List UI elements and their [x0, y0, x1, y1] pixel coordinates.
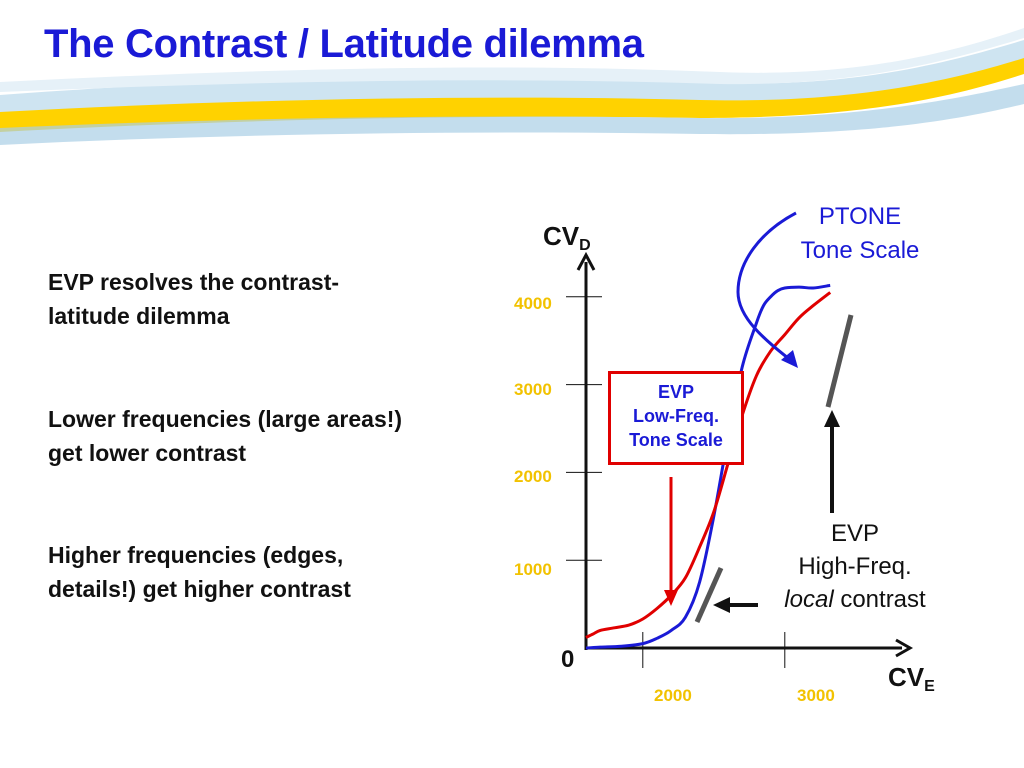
- bullet-lower-frequencies: Lower frequencies (large areas!) get low…: [48, 406, 403, 466]
- evp-high-pointer-arrowhead-up: [824, 410, 840, 427]
- x-tick-label-3000: 3000: [797, 686, 835, 705]
- ptone-annotation-line1: PTONE: [818, 203, 902, 230]
- evp-low-line2: Low-Freq.: [633, 406, 719, 426]
- evp-high-line1: EVP: [830, 520, 880, 547]
- bullet-evp-resolves: EVP resolves the contrast-latitude dilem…: [48, 269, 340, 329]
- x-tick-label-2000: 2000: [654, 686, 692, 705]
- ptone-annotation: PTONE Tone Scale: [782, 200, 938, 268]
- x-axis-arrowhead: [895, 638, 914, 658]
- bullet-higher-frequencies: Higher frequencies (edges, details!) get…: [48, 542, 351, 602]
- slope-marker-low: [694, 566, 724, 624]
- slope-marker-high: [825, 314, 854, 408]
- header-swoosh: [0, 28, 1024, 145]
- evp-high-freq-annotation: EVP High-Freq. local contrast: [760, 517, 950, 616]
- y-tick-label-3000: 3000: [514, 380, 552, 399]
- y-axis-arrowhead: [576, 251, 596, 271]
- evp-high-line3: local contrast: [784, 586, 926, 613]
- y-tick-label-2000: 2000: [514, 467, 552, 486]
- slide-title: The Contrast / Latitude dilemma: [44, 22, 644, 66]
- evp-high-pointer-arrowhead-left: [713, 597, 730, 613]
- ptone-pointer-arrowhead: [781, 350, 798, 368]
- y-tick-label-4000: 4000: [514, 294, 552, 313]
- y-tick-label-1000: 1000: [514, 560, 552, 579]
- evp-low-pointer-arrowhead: [664, 590, 678, 606]
- evp-low-line3: Tone Scale: [629, 430, 723, 450]
- evp-low-freq-box: EVP Low-Freq. Tone Scale: [608, 371, 744, 465]
- ptone-pointer-arrow: [736, 211, 797, 364]
- origin-label: 0: [561, 646, 575, 673]
- y-axis-label: CVD: [543, 221, 591, 254]
- ptone-annotation-line2: Tone Scale: [800, 237, 920, 264]
- evp-high-line2: High-Freq.: [798, 553, 912, 580]
- x-axis-label: CVE: [888, 662, 935, 695]
- evp-low-line1: EVP: [657, 382, 695, 402]
- evp-low-freq-curve: [585, 291, 832, 639]
